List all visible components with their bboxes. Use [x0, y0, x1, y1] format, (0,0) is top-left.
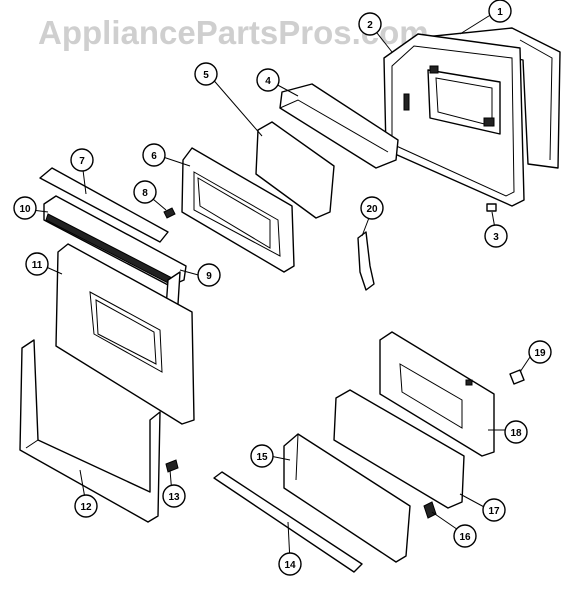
part-2-inner-door-panel	[383, 33, 525, 207]
callout-4-label: 4	[265, 76, 271, 87]
callout-4: 4	[256, 68, 280, 92]
callout-15: 15	[250, 444, 274, 468]
part-1-door-gasket	[414, 27, 561, 169]
callout-16-label: 16	[459, 532, 471, 543]
callout-17-label: 17	[488, 506, 500, 517]
callout-2: 2	[358, 12, 382, 36]
part-12-door-frame	[19, 339, 161, 523]
callout-5-label: 5	[203, 70, 209, 81]
part-15-drawer-front	[283, 433, 411, 563]
callout-3-label: 3	[493, 232, 499, 243]
callout-12: 12	[74, 494, 98, 518]
callout-18-label: 18	[510, 428, 522, 439]
part-18-control-bracket	[379, 331, 495, 457]
part-3-clip	[486, 203, 497, 212]
callout-14-label: 14	[284, 560, 296, 571]
callout-6: 6	[142, 143, 166, 167]
part-17-insulation-panel	[333, 389, 465, 509]
part-13-screw	[165, 459, 179, 473]
callout-3: 3	[484, 224, 508, 248]
part-5-window-glass	[255, 121, 335, 219]
callout-14: 14	[278, 552, 302, 576]
callout-11-label: 11	[32, 260, 43, 271]
callout-19: 19	[528, 340, 552, 364]
part-7-handle-rod	[39, 167, 169, 243]
callout-10: 10	[13, 196, 37, 220]
part-20-hinge-bracket	[357, 231, 375, 291]
callout-17: 17	[482, 498, 506, 522]
callout-20-label: 20	[366, 204, 378, 215]
callout-9: 9	[197, 263, 221, 287]
callout-20: 20	[360, 196, 384, 220]
part-16-screw	[423, 501, 437, 519]
callout-16: 16	[453, 524, 477, 548]
callout-1-label: 1	[497, 7, 503, 18]
part-11-outer-door-panel	[55, 243, 195, 425]
callout-5: 5	[194, 62, 218, 86]
callout-7-label: 7	[79, 156, 85, 167]
callout-6-label: 6	[151, 151, 157, 162]
callout-18: 18	[504, 420, 528, 444]
callout-19-label: 19	[534, 348, 546, 359]
callout-2-label: 2	[367, 20, 373, 31]
callout-9-label: 9	[206, 271, 212, 282]
callout-1: 1	[488, 0, 512, 23]
part-4-insulation	[279, 83, 399, 169]
callout-10-label: 10	[19, 204, 31, 215]
part-6-door-glass-frame	[181, 147, 295, 273]
callout-13: 13	[162, 484, 186, 508]
callout-13-label: 13	[168, 492, 180, 503]
callout-8: 8	[133, 180, 157, 204]
callout-11: 11	[25, 252, 49, 276]
callout-12-label: 12	[80, 502, 92, 513]
part-8-screw	[163, 207, 176, 219]
callout-8-label: 8	[142, 188, 148, 199]
part-19-knob	[509, 369, 525, 385]
callout-15-label: 15	[256, 452, 268, 463]
callout-7: 7	[70, 148, 94, 172]
